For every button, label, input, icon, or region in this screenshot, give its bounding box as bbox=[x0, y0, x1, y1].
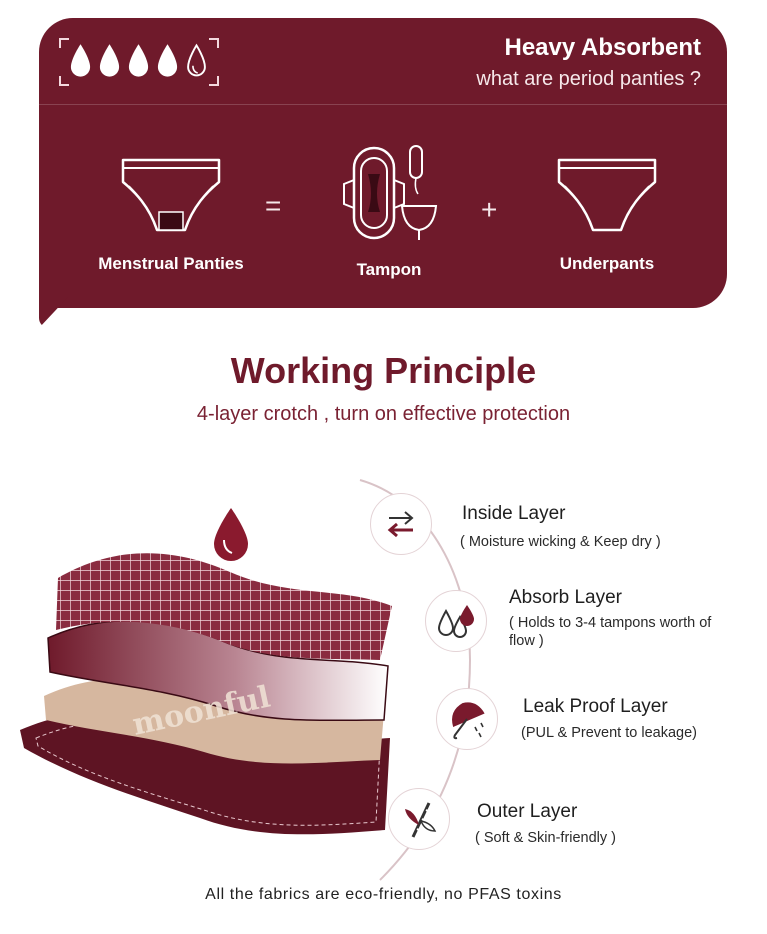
underpants-item: Underpants bbox=[527, 154, 687, 274]
absorbency-banner: Heavy Absorbent what are period panties … bbox=[39, 18, 727, 308]
drop-outline-icon bbox=[187, 43, 206, 77]
inside-layer-fabric bbox=[56, 553, 392, 660]
umbrella-icon bbox=[452, 702, 485, 740]
eco-friendly-note: All the fabrics are eco-friendly, no PFA… bbox=[205, 886, 562, 903]
divider bbox=[39, 104, 727, 105]
section-title: Working Principle bbox=[230, 350, 537, 391]
inside-layer-title: Inside Layer bbox=[462, 503, 566, 524]
banner-title: Heavy Absorbent bbox=[504, 34, 702, 61]
tampon-item: Tampon bbox=[323, 144, 455, 280]
blood-drop-icon bbox=[214, 508, 248, 561]
swap-arrows-icon bbox=[387, 511, 414, 538]
drop-filled-icon bbox=[157, 44, 178, 77]
drop-filled-icon bbox=[70, 44, 91, 77]
absorb-layer-title: Absorb Layer bbox=[509, 587, 623, 608]
layers-illustration: moonful bbox=[20, 508, 392, 835]
underpants-icon bbox=[557, 158, 657, 232]
underpants-label: Underpants bbox=[559, 254, 655, 273]
absorbency-rating bbox=[59, 38, 219, 86]
outer-layer-fabric bbox=[20, 711, 390, 835]
banner-subtitle: what are period panties ? bbox=[476, 68, 701, 90]
section-subtitle: 4-layer crotch , turn on effective prote… bbox=[196, 403, 571, 425]
drops-icon bbox=[437, 605, 474, 638]
absorb-layer-desc: ( Holds to 3-4 tampons worth of flow ) bbox=[509, 615, 712, 649]
panties-icon bbox=[121, 158, 221, 232]
leakproof-layer-desc: (PUL & Prevent to leakage) bbox=[521, 725, 697, 741]
leakproof-layer-icon bbox=[436, 688, 498, 750]
pad-tampon-cup-icon bbox=[343, 145, 438, 240]
equals-sign: = bbox=[265, 190, 282, 221]
drop-filled-icon bbox=[128, 44, 149, 77]
outer-layer-icon bbox=[388, 788, 450, 850]
tampon-label: Tampon bbox=[356, 260, 422, 279]
inside-layer-icon bbox=[370, 493, 432, 555]
outer-layer-title: Outer Layer bbox=[477, 801, 578, 822]
leakproof-layer-title: Leak Proof Layer bbox=[523, 696, 668, 717]
outer-layer-desc: ( Soft & Skin-friendly ) bbox=[475, 830, 617, 846]
bamboo-icon bbox=[405, 802, 437, 838]
leakproof-layer-fabric bbox=[44, 678, 384, 764]
plus-sign: + bbox=[481, 194, 498, 225]
drop-filled-icon bbox=[99, 44, 120, 77]
menstrual-panties-item: Menstrual Panties bbox=[91, 154, 251, 274]
absorb-layer-icon bbox=[425, 590, 487, 652]
banner-tail bbox=[39, 296, 69, 328]
menstrual-panties-label: Menstrual Panties bbox=[98, 254, 244, 273]
inside-layer-desc: ( Moisture wicking & Keep dry ) bbox=[460, 534, 661, 550]
